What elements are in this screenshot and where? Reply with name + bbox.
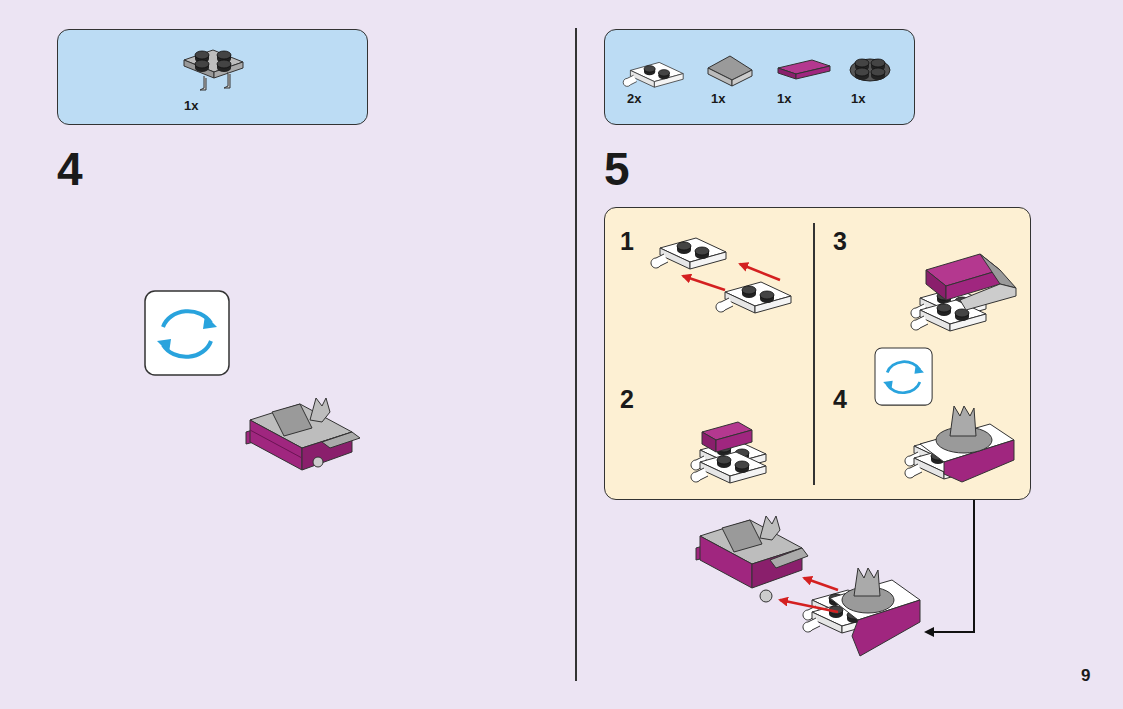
page-number: 9 [1081, 667, 1090, 684]
substep-number: 2 [620, 387, 634, 412]
substep-4 [905, 406, 1014, 482]
substep-2 [691, 422, 766, 483]
part-count: 1x [851, 92, 865, 105]
panel-divider [813, 223, 815, 485]
part-count: 2x [627, 92, 641, 105]
step-number: 5 [604, 146, 630, 192]
step-5-model [696, 516, 920, 656]
substep-panel: 1 2 3 4 [604, 207, 1031, 500]
step-4-model [246, 398, 360, 470]
plate-with-clips [184, 50, 243, 90]
callout-pointer [926, 500, 974, 632]
part-count: 1x [777, 92, 791, 105]
parts-callout: 2x 1x 1x 1x [604, 29, 915, 125]
rotate-icon [145, 291, 229, 375]
substep-number: 4 [833, 387, 847, 412]
step-number: 4 [57, 146, 83, 192]
part-count: 1x [711, 92, 725, 105]
substep-1 [651, 238, 791, 313]
substep-number: 1 [620, 229, 634, 254]
step-divider [575, 28, 577, 681]
part-list [623, 56, 890, 87]
parts-callout: 1x [57, 29, 368, 125]
substep-3 [911, 254, 1016, 331]
part-count: 1x [184, 99, 198, 112]
substep-number: 3 [833, 229, 847, 254]
rotate-icon [875, 348, 932, 405]
